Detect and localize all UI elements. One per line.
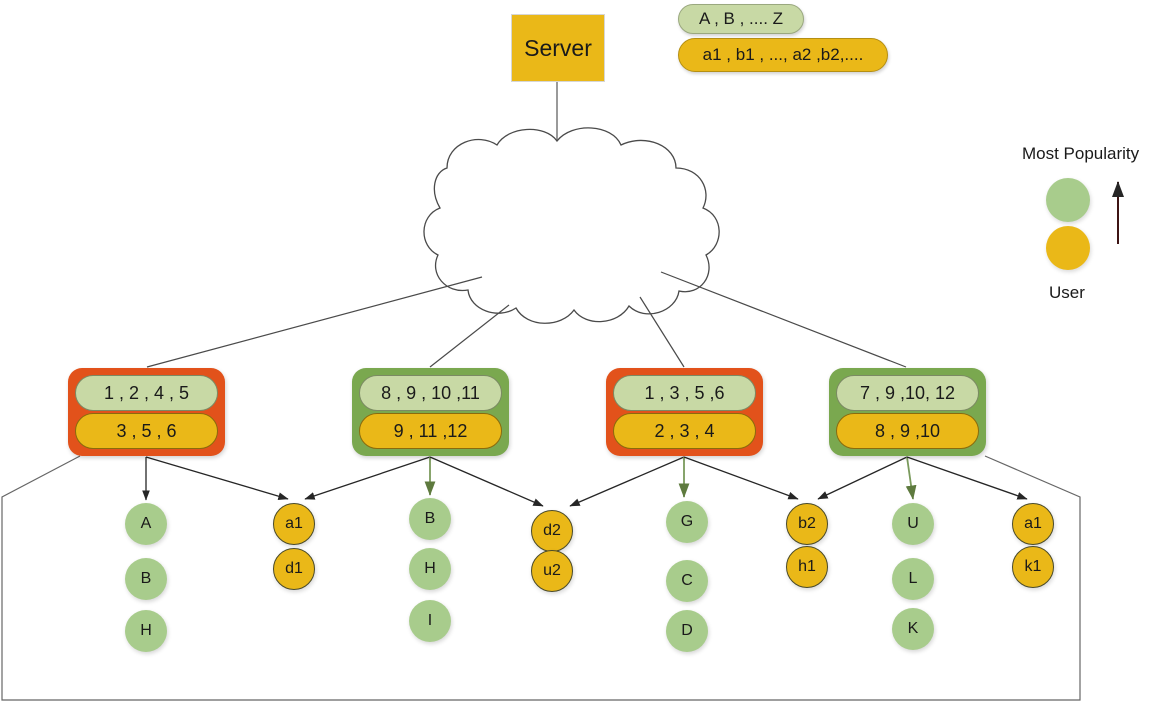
server-box[interactable]: Server bbox=[511, 14, 605, 82]
group-box-2-top-row: 8 , 9 , 10 ,11 bbox=[359, 375, 502, 411]
legend-title: Most Popularity bbox=[1022, 144, 1140, 163]
cloud-shape bbox=[423, 127, 720, 324]
edge-g1-to-a1 bbox=[145, 456, 289, 500]
group-box-4[interactable]: 7 , 9 ,10, 12 8 , 9 ,10 bbox=[829, 368, 986, 456]
leaf-node[interactable]: k1 bbox=[1012, 546, 1054, 588]
leaf-node[interactable]: C bbox=[666, 560, 708, 602]
group-box-3-bottom-row: 2 , 3 , 4 bbox=[613, 413, 756, 449]
leaf-node[interactable]: I bbox=[409, 600, 451, 642]
edge-g2-to-d2 bbox=[429, 456, 544, 507]
server-label: Server bbox=[524, 34, 592, 61]
leaf-node[interactable]: U bbox=[892, 503, 934, 545]
legend-swatch-popularity bbox=[1046, 178, 1090, 222]
leaf-node[interactable]: d1 bbox=[273, 548, 315, 590]
leaf-node[interactable]: h1 bbox=[786, 546, 828, 588]
content-items-pill: a1 , b1 , ..., a2 ,b2,.... bbox=[678, 38, 888, 72]
leaf-node[interactable]: H bbox=[125, 610, 167, 652]
leaf-node[interactable]: B bbox=[125, 558, 167, 600]
leaf-node[interactable]: L bbox=[892, 558, 934, 600]
edge-g2-to-a1 bbox=[304, 456, 431, 500]
group-box-3-top-row: 1 , 3 , 5 ,6 bbox=[613, 375, 756, 411]
leaf-node[interactable]: A bbox=[125, 503, 167, 545]
leaf-node[interactable]: G bbox=[666, 501, 708, 543]
leaf-node[interactable]: a1 bbox=[1012, 503, 1054, 545]
leaf-node[interactable]: K bbox=[892, 608, 934, 650]
edge-g4-to-b2 bbox=[817, 456, 908, 500]
content-letters-label: A , B , .... Z bbox=[698, 9, 784, 28]
edge-g3-to-d2 bbox=[569, 456, 685, 507]
leaf-node[interactable]: a1 bbox=[273, 503, 315, 545]
group-box-1-bottom-row: 3 , 5 , 6 bbox=[75, 413, 218, 449]
edge-g4-to-a1 bbox=[906, 456, 1028, 500]
leaf-node[interactable]: B bbox=[409, 498, 451, 540]
content-items-label: a1 , b1 , ..., a2 ,b2,.... bbox=[702, 45, 864, 64]
leaf-node[interactable]: d2 bbox=[531, 510, 573, 552]
content-letters-pill: A , B , .... Z bbox=[678, 4, 804, 34]
group-box-1-top-row: 1 , 2 , 4 , 5 bbox=[75, 375, 218, 411]
legend-swatch-user bbox=[1046, 226, 1090, 270]
edge-g4-to-U bbox=[905, 456, 917, 500]
edge-cloud-to-group-2 bbox=[429, 304, 510, 368]
group-box-4-bottom-row: 8 , 9 ,10 bbox=[836, 413, 979, 449]
leaf-node[interactable]: b2 bbox=[786, 503, 828, 545]
edge-g3-to-b2 bbox=[683, 456, 799, 500]
group-box-3[interactable]: 1 , 3 , 5 ,6 2 , 3 , 4 bbox=[606, 368, 763, 456]
edge-cloud-to-group-1 bbox=[146, 276, 483, 368]
group-box-1[interactable]: 1 , 2 , 4 , 5 3 , 5 , 6 bbox=[68, 368, 225, 456]
leaf-node[interactable]: D bbox=[666, 610, 708, 652]
group-box-2-bottom-row: 9 , 11 ,12 bbox=[359, 413, 502, 449]
group-box-2[interactable]: 8 , 9 , 10 ,11 9 , 11 ,12 bbox=[352, 368, 509, 456]
legend-user-label: User bbox=[1049, 283, 1085, 302]
edge-cloud-to-group-3 bbox=[639, 296, 685, 368]
leaf-node[interactable]: H bbox=[409, 548, 451, 590]
group-box-4-top-row: 7 , 9 ,10, 12 bbox=[836, 375, 979, 411]
leaf-node[interactable]: u2 bbox=[531, 550, 573, 592]
edge-cloud-to-group-4 bbox=[660, 271, 907, 368]
